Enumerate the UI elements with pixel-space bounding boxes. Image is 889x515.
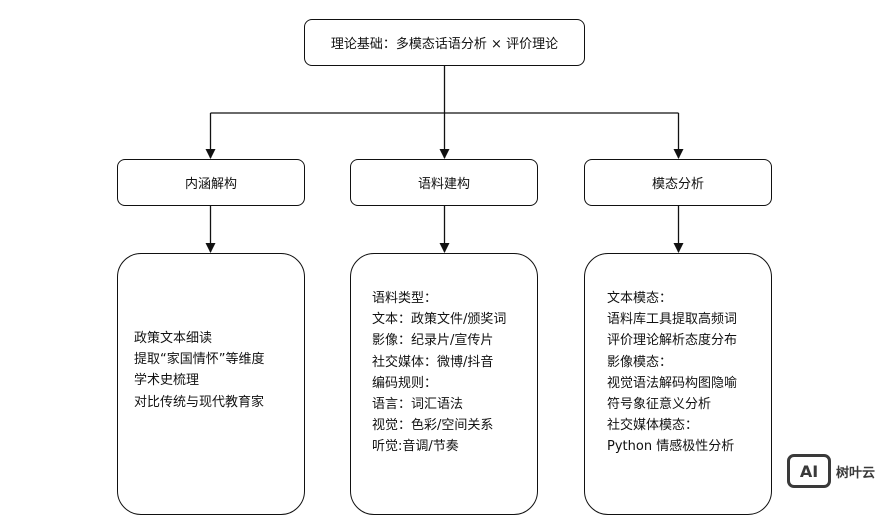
detail-line: 学术史梳理 [134, 373, 200, 389]
detail-line: 符号象征意义分析 [607, 397, 712, 413]
detail-box-3: 文本模态： 语料库工具提取高频词 评价理论解析态度分布 影像模态： 视觉语法解码… [584, 253, 772, 515]
detail-line: 视觉：色彩/空间关系 [372, 418, 494, 434]
detail-line: 语料库工具提取高频词 [607, 312, 738, 328]
branch-node-1: 内涵解构 [117, 159, 305, 206]
detail-line: 听觉:音调/节奏 [372, 439, 459, 455]
ai-logo-icon: AI [787, 454, 831, 488]
root-label: 理论基础：多模态话语分析 × 评价理论 [330, 37, 559, 52]
detail-line: 语言：词汇语法 [372, 397, 464, 413]
watermark-text: 树叶云 [836, 465, 876, 481]
branch-node-3: 模态分析 [584, 159, 772, 206]
detail-line: 文本：政策文件/颁奖词 [372, 312, 507, 328]
detail-line: 政策文本细读 [134, 331, 213, 346]
branch-title: 内涵解构 [184, 177, 237, 192]
detail-line: 编码规则： [372, 375, 438, 391]
detail-line: 视觉语法解码构图隐喻 [607, 375, 738, 391]
branch-title: 语料建构 [417, 177, 470, 192]
watermark: AI 树叶云 [787, 453, 885, 489]
detail-box-2: 语料类型： 文本：政策文件/颁奖词 影像：纪录片/宣传片 社交媒体：微博/抖音 … [350, 253, 538, 515]
detail-line: 社交媒体：微博/抖音 [372, 354, 494, 370]
detail-line: 文本模态： [607, 291, 673, 306]
detail-line: 影像模态： [607, 354, 673, 370]
detail-line: 提取“家国情怀”等维度 [134, 352, 265, 368]
detail-line: Python 情感极性分析 [607, 439, 735, 455]
detail-box-1: 政策文本细读 提取“家国情怀”等维度 学术史梳理 对比传统与现代教育家 [117, 253, 305, 515]
detail-line: 对比传统与现代教育家 [134, 394, 265, 410]
branch-title: 模态分析 [651, 177, 704, 192]
branch-node-2: 语料建构 [350, 159, 538, 206]
detail-line: 评价理论解析态度分布 [607, 333, 738, 349]
detail-line: 影像：纪录片/宣传片 [372, 333, 494, 349]
detail-line: 社交媒体模态： [607, 418, 699, 434]
detail-line: 语料类型： [372, 291, 438, 306]
root-node: 理论基础：多模态话语分析 × 评价理论 [304, 19, 585, 66]
